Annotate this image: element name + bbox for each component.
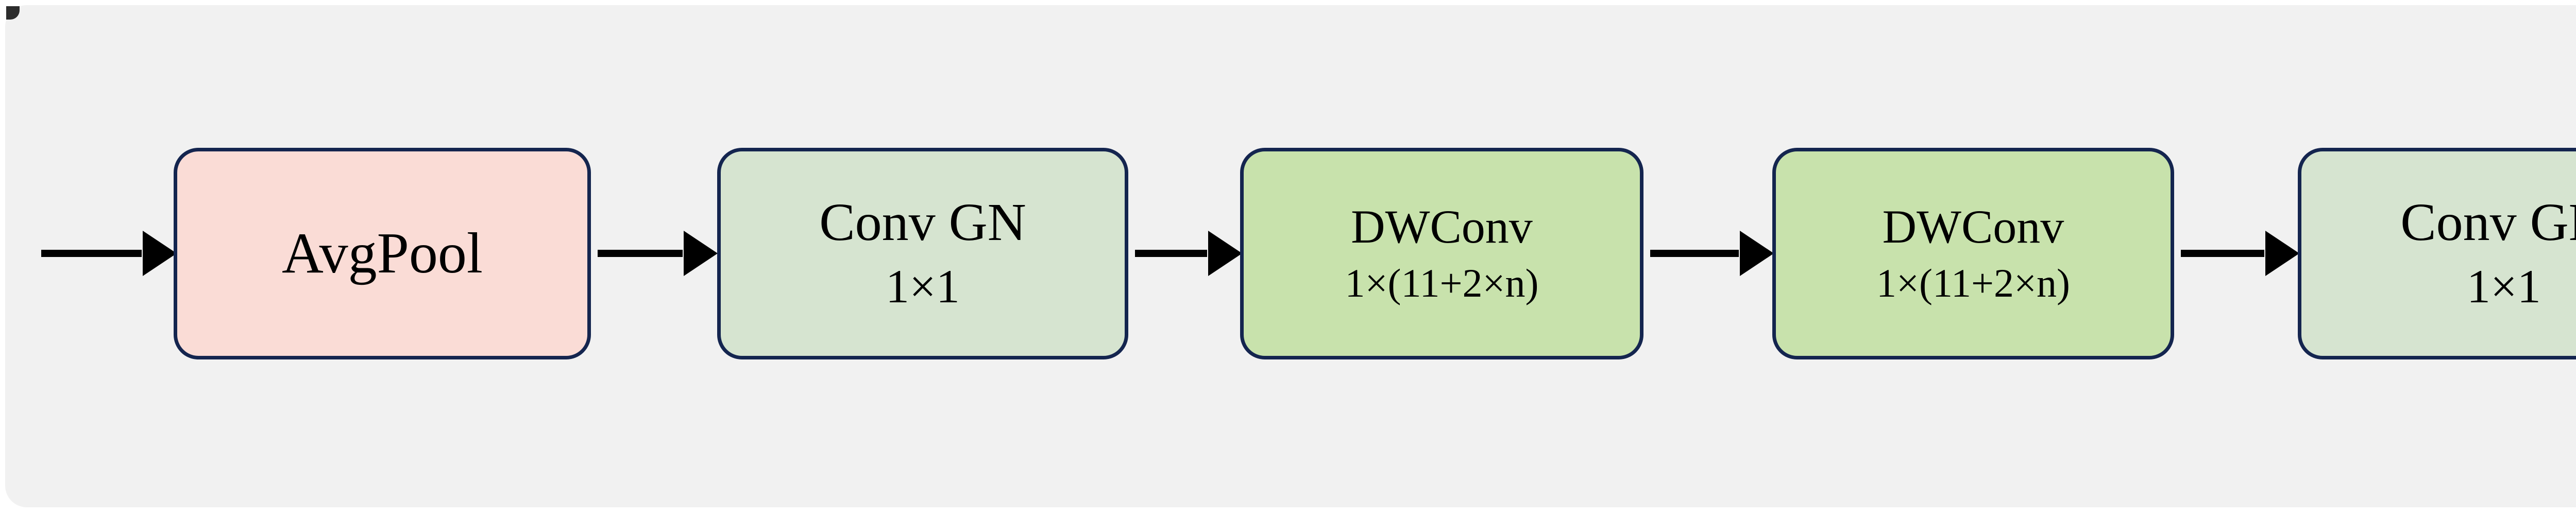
node-conv-gn-2-label-line1: Conv GN	[2400, 192, 2576, 252]
arrow-convgn1-to-dwconv1	[1135, 250, 1207, 257]
arrow-dwconv2-to-convgn2	[2181, 250, 2264, 257]
scan-artifact-mark	[6, 6, 20, 20]
node-conv-gn-2-label-line2: 1×1	[2467, 260, 2541, 313]
node-conv-gn-1-label-line1: Conv GN	[819, 192, 1026, 252]
flow-row: AvgPool Conv GN 1×1 DWConv 1×(11+2×n) DW…	[5, 148, 2576, 359]
node-dwconv-2-label-line1: DWConv	[1882, 200, 2064, 253]
node-conv-gn-2[interactable]: Conv GN 1×1	[2298, 148, 2576, 359]
node-avgpool[interactable]: AvgPool	[174, 148, 591, 359]
arrow-input	[41, 250, 142, 257]
arrow-dwconv1-to-dwconv2	[1650, 250, 1739, 257]
arrow-avgpool-to-convgn1	[598, 250, 683, 257]
node-dwconv-2-label-line2: 1×(11+2×n)	[1876, 260, 2071, 305]
node-dwconv-1-label-line1: DWConv	[1351, 200, 1533, 253]
node-conv-gn-1-label-line2: 1×1	[886, 260, 960, 313]
node-dwconv-1-label-line2: 1×(11+2×n)	[1345, 260, 1539, 305]
caa-panel: CAA AvgPool Conv GN 1×1 DWConv 1×(11+2×n…	[5, 5, 2576, 507]
node-dwconv-2[interactable]: DWConv 1×(11+2×n)	[1772, 148, 2174, 359]
node-dwconv-1[interactable]: DWConv 1×(11+2×n)	[1240, 148, 1643, 359]
node-avgpool-label-line1: AvgPool	[282, 221, 483, 286]
node-conv-gn-1[interactable]: Conv GN 1×1	[717, 148, 1128, 359]
